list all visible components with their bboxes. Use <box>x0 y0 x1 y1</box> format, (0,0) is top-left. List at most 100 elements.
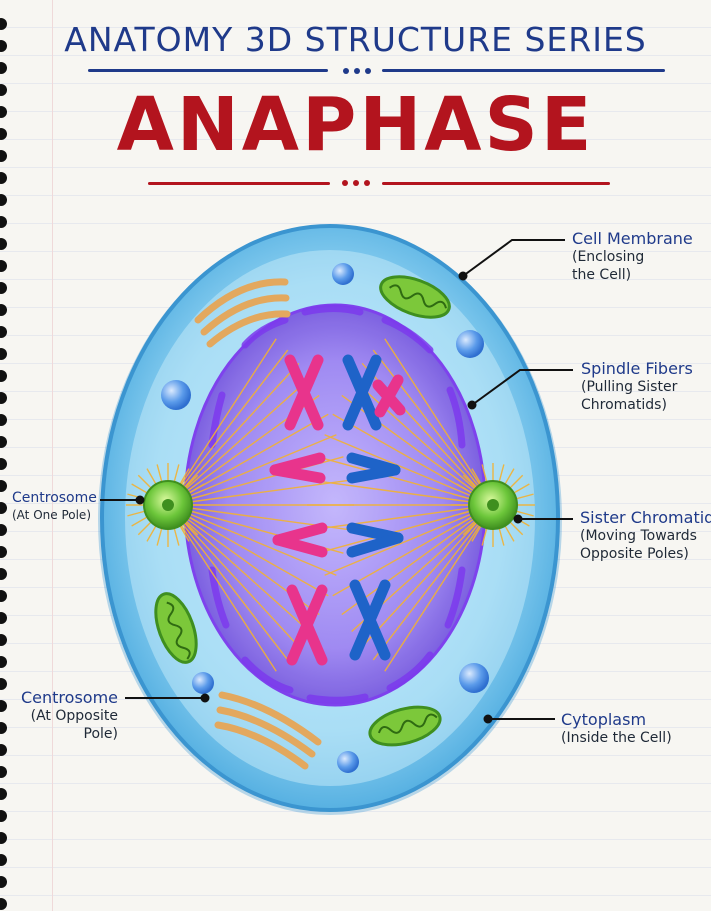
chromatid-pink-upper <box>284 354 324 431</box>
label-centrosome-left-desc: (At One Pole) <box>12 507 91 522</box>
title-dot <box>343 68 349 74</box>
label-spindle-fibers-desc: Chromatids) <box>581 397 667 414</box>
label-centrosome-bottom-name: Centrosome <box>21 688 118 707</box>
spindle-fiber <box>324 434 494 506</box>
binding-hole <box>0 458 7 470</box>
chromatid-blue-upper <box>342 354 382 431</box>
spindle-fiber <box>361 504 494 648</box>
chromatid-pink-upper-small <box>372 374 406 418</box>
spindle-fiber <box>372 349 494 506</box>
spindle-fiber <box>384 504 494 672</box>
label-spindle-fibers-name: Spindle Fibers <box>581 359 693 378</box>
spiral-binding <box>0 0 12 911</box>
binding-hole <box>0 788 7 800</box>
label-cell-membrane-desc: (Enclosing <box>572 249 645 266</box>
title-rule-left <box>88 69 328 72</box>
chromatid-pink-v-2 <box>272 522 328 558</box>
main-title-rule-left <box>148 182 330 185</box>
label-centrosome-left-name: Centrosome <box>12 490 97 506</box>
binding-hole <box>0 766 7 778</box>
binding-hole <box>0 678 7 690</box>
chromatid-pink-v-1 <box>269 452 326 484</box>
binding-hole <box>0 722 7 734</box>
spindle-fiber <box>311 504 494 531</box>
spindle-fiber <box>167 377 310 506</box>
spindle-fiber <box>167 362 300 506</box>
binding-hole <box>0 876 7 888</box>
label-spindle-fibers-desc: (Pulling Sister <box>581 379 678 396</box>
binding-hole <box>0 370 7 382</box>
label-sister-chromatids-desc: Opposite Poles) <box>580 546 689 563</box>
centrosome-right <box>468 480 518 530</box>
label-centrosome-bottom-desc: Pole) <box>83 726 118 743</box>
main-title-rule-right <box>382 182 610 185</box>
label-sister-chromatids-name: Sister Chromatids <box>580 508 711 527</box>
spindle-fiber <box>167 504 310 633</box>
binding-hole <box>0 282 7 294</box>
label-centrosome-bottom: Centrosome (At Opposite Pole) <box>18 688 118 744</box>
binding-hole <box>0 260 7 272</box>
binding-hole <box>0 238 7 250</box>
binding-hole <box>0 480 7 492</box>
spindle-fiber <box>311 479 494 506</box>
spindle-fiber <box>167 434 337 506</box>
binding-hole <box>0 18 7 30</box>
spindle-fiber <box>167 504 337 576</box>
label-centrosome-bottom-desc: (At Opposite <box>30 708 118 725</box>
golgi-bottom <box>214 691 322 770</box>
label-sister-chromatids: Sister Chromatids (Moving Towards Opposi… <box>580 508 711 564</box>
binding-hole <box>0 150 7 162</box>
spindle-fiber <box>167 504 300 648</box>
binding-hole <box>0 524 7 536</box>
binding-hole <box>0 634 7 646</box>
spindle-fiber <box>167 504 289 661</box>
binding-hole <box>0 810 7 822</box>
chromatid-blue-v-2 <box>346 522 404 558</box>
spindle-fiber <box>167 504 277 672</box>
binding-hole <box>0 898 7 910</box>
title-rule-right <box>382 69 665 72</box>
label-sister-chromatids-desc: (Moving Towards <box>580 528 697 545</box>
binding-hole <box>0 392 7 404</box>
binding-hole <box>0 656 7 668</box>
margin-line <box>52 0 53 911</box>
label-cell-membrane-desc: the Cell) <box>572 267 632 284</box>
binding-hole <box>0 568 7 580</box>
binding-hole <box>0 414 7 426</box>
spindle-fiber <box>167 338 277 506</box>
chromatid-pink-lower <box>286 584 328 666</box>
chromatids <box>269 354 406 666</box>
spindle-fiber <box>341 504 494 616</box>
binding-hole <box>0 744 7 756</box>
label-cytoplasm-name: Cytoplasm <box>561 710 647 729</box>
spindle-fiber <box>372 504 494 661</box>
label-cell-membrane: Cell Membrane (Enclosing the Cell) <box>572 229 693 285</box>
title-dot <box>354 68 360 74</box>
chromatid-blue-lower <box>349 579 391 661</box>
leader-spindle-fibers <box>471 369 573 406</box>
label-centrosome-left: Centrosome (At One Pole) <box>12 490 97 523</box>
binding-hole <box>0 326 7 338</box>
chromatid-blue-v-1 <box>346 452 401 484</box>
binding-hole <box>0 304 7 316</box>
binding-hole <box>0 194 7 206</box>
main-title-dot <box>353 180 359 186</box>
binding-hole <box>0 612 7 624</box>
binding-hole <box>0 436 7 448</box>
binding-hole <box>0 502 7 514</box>
binding-hole <box>0 172 7 184</box>
label-cytoplasm: Cytoplasm (Inside the Cell) <box>561 710 672 748</box>
binding-hole <box>0 854 7 866</box>
binding-hole <box>0 700 7 712</box>
spindle-fiber <box>167 349 289 506</box>
spindle-fiber <box>351 377 494 506</box>
label-cell-membrane-name: Cell Membrane <box>572 229 693 248</box>
leader-lines <box>100 239 573 724</box>
main-title-dot <box>364 180 370 186</box>
spindle-fiber <box>167 479 350 506</box>
leader-cell-membrane <box>462 239 565 277</box>
mitochondrion-bottom-right <box>368 705 442 747</box>
title-dot <box>365 68 371 74</box>
